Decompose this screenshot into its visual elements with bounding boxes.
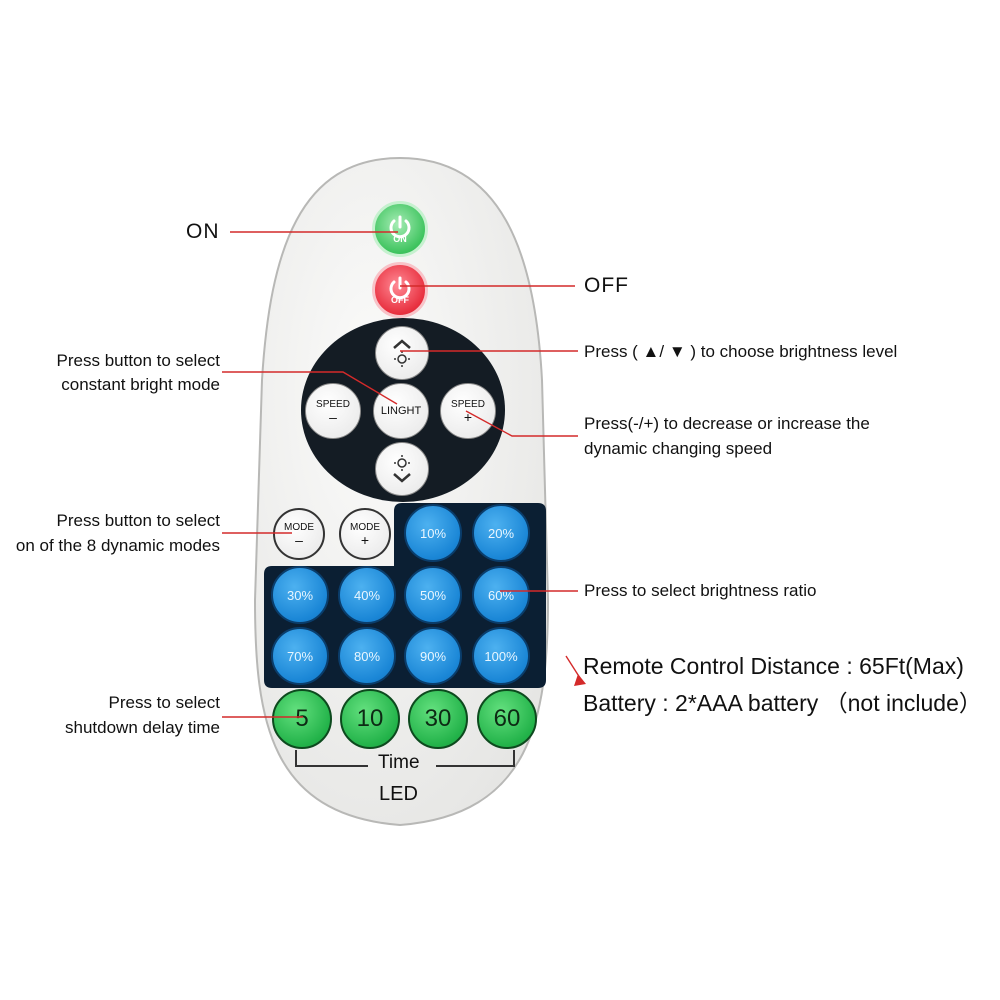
brightness-30-button[interactable]: 30% bbox=[271, 566, 329, 624]
brightness-90-label: 90% bbox=[419, 648, 447, 664]
brightness-70-label: 70% bbox=[286, 648, 314, 664]
timer-30-label: 30 bbox=[424, 705, 452, 732]
brightness-20-button[interactable]: 20% bbox=[472, 504, 530, 562]
timer-60-button[interactable]: 60 bbox=[477, 689, 537, 749]
mode-plus-label: MODE bbox=[350, 522, 380, 533]
brightness-down-button[interactable] bbox=[375, 442, 429, 496]
mode-minus-button[interactable]: MODE – bbox=[273, 508, 325, 560]
constant-mode-callout-line2: constant bright mode bbox=[61, 375, 220, 394]
time-bracket bbox=[295, 750, 515, 767]
brightness-50-label: 50% bbox=[419, 587, 447, 603]
timer-60-label: 60 bbox=[493, 705, 521, 732]
brightness-40-button[interactable]: 40% bbox=[338, 566, 396, 624]
plus-icon: + bbox=[463, 409, 473, 425]
speed-callout-line2: dynamic changing speed bbox=[584, 439, 773, 458]
brightness-10-label: 10% bbox=[419, 525, 447, 541]
sun-down-icon bbox=[393, 455, 411, 483]
speed-plus-button[interactable]: SPEED + bbox=[440, 383, 496, 439]
light-label: LINGHT bbox=[380, 405, 422, 417]
brightness-30-label: 30% bbox=[286, 587, 314, 603]
brightness-80-label: 80% bbox=[353, 648, 381, 664]
off-button-text: OFF bbox=[391, 295, 409, 305]
minus-icon: – bbox=[329, 409, 337, 425]
timer-30-button[interactable]: 30 bbox=[408, 689, 468, 749]
mode-plus-button[interactable]: MODE + bbox=[339, 508, 391, 560]
brightness-50-button[interactable]: 50% bbox=[404, 566, 462, 624]
time-label: Time bbox=[378, 752, 420, 773]
off-button[interactable]: OFF bbox=[372, 262, 428, 318]
on-button-text: ON bbox=[393, 234, 407, 244]
brightness-60-label: 60% bbox=[487, 587, 515, 603]
on-callout: ON bbox=[186, 220, 220, 243]
battery-callout: Battery : 2*AAA battery （not include） bbox=[583, 690, 982, 716]
timer-5-label: 5 bbox=[295, 705, 309, 732]
speed-callout-line1: Press(-/+) to decrease or increase the bbox=[584, 414, 870, 433]
off-callout: OFF bbox=[584, 274, 629, 297]
light-button[interactable]: LINGHT bbox=[373, 383, 429, 439]
brightness-60-button[interactable]: 60% bbox=[472, 566, 530, 624]
brightness-100-button[interactable]: 100% bbox=[472, 627, 530, 685]
power-icon bbox=[389, 215, 411, 239]
on-button[interactable]: ON bbox=[372, 201, 428, 257]
brightness-40-label: 40% bbox=[353, 587, 381, 603]
shutdown-callout-line1: Press to select bbox=[108, 693, 221, 712]
brightness-10-button[interactable]: 10% bbox=[404, 504, 462, 562]
timer-10-label: 10 bbox=[356, 705, 384, 732]
brightness-20-label: 20% bbox=[487, 525, 515, 541]
constant-mode-callout-line1: Press button to select bbox=[56, 351, 220, 370]
speed-plus-label: SPEED bbox=[451, 399, 485, 410]
speed-minus-button[interactable]: SPEED – bbox=[305, 383, 361, 439]
brightness-up-button[interactable] bbox=[375, 326, 429, 380]
brightness-70-button[interactable]: 70% bbox=[271, 627, 329, 685]
dynamic-modes-callout-line1: Press button to select bbox=[56, 511, 220, 530]
shutdown-callout-line2: shutdown delay time bbox=[65, 718, 220, 737]
timer-5-button[interactable]: 5 bbox=[272, 689, 332, 749]
brand-label: LED bbox=[379, 783, 418, 805]
brightness-100-label: 100% bbox=[484, 648, 518, 664]
brightness-90-button[interactable]: 90% bbox=[404, 627, 462, 685]
sun-up-icon bbox=[393, 339, 411, 367]
dynamic-modes-callout-line2: on of the 8 dynamic modes bbox=[15, 536, 220, 555]
mode-minus-label: MODE bbox=[284, 522, 314, 533]
distance-callout: Remote Control Distance : 65Ft(Max) bbox=[583, 653, 964, 679]
brightness-arrows-callout: Press ( ▲/ ▼ ) to choose brightness leve… bbox=[584, 342, 898, 361]
brightness-ratio-callout: Press to select brightness ratio bbox=[584, 581, 817, 600]
plus-icon: + bbox=[360, 532, 370, 548]
minus-icon: – bbox=[295, 532, 303, 548]
brightness-80-button[interactable]: 80% bbox=[338, 627, 396, 685]
timer-10-button[interactable]: 10 bbox=[340, 689, 400, 749]
